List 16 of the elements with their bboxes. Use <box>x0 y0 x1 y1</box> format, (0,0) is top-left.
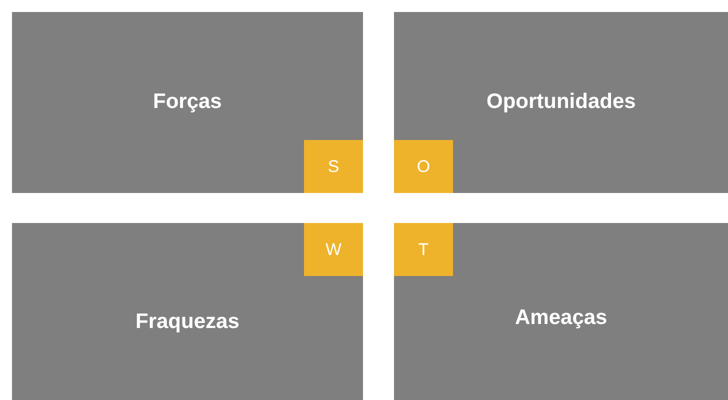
quadrant-letter: O <box>416 156 430 176</box>
letter-tile <box>394 223 453 276</box>
quadrant-title: Ameaças <box>515 306 608 330</box>
quadrant-letter: S <box>328 156 340 176</box>
quadrant-panel <box>12 223 363 400</box>
letter-tile <box>304 140 363 193</box>
quadrant-title: Fraquezas <box>136 310 240 334</box>
quadrant-panel <box>394 223 728 400</box>
quadrant-letter: W <box>325 240 342 260</box>
quadrant-title: Oportunidades <box>486 90 636 114</box>
letter-tile <box>394 140 453 193</box>
letter-tile <box>304 223 363 276</box>
quadrant-panel <box>394 12 728 193</box>
quadrant-title: Forças <box>153 90 222 114</box>
quadrant-panel <box>12 12 363 193</box>
quadrant-letter: T <box>418 240 429 260</box>
